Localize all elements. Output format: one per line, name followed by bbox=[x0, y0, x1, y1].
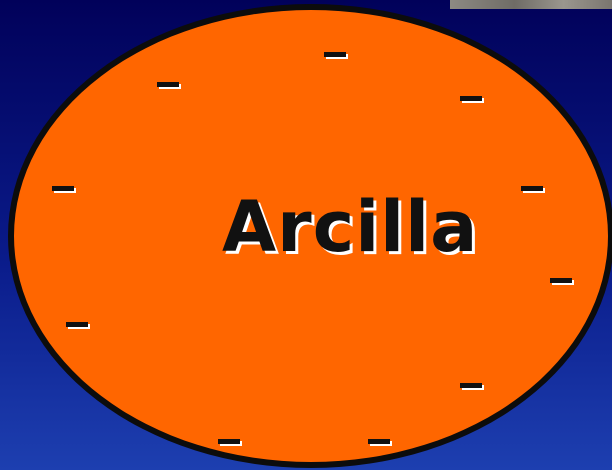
dash-marker bbox=[218, 439, 240, 444]
dash-marker bbox=[460, 383, 482, 388]
diagram-title: Arcilla bbox=[222, 192, 478, 262]
dash-marker bbox=[324, 52, 346, 57]
dash-marker bbox=[460, 96, 482, 101]
dash-marker bbox=[521, 186, 543, 191]
dash-marker bbox=[368, 439, 390, 444]
photo-strip-decoration bbox=[450, 0, 612, 9]
dash-marker bbox=[550, 278, 572, 283]
dash-marker bbox=[66, 322, 88, 327]
dash-marker bbox=[157, 82, 179, 87]
dash-marker bbox=[52, 186, 74, 191]
